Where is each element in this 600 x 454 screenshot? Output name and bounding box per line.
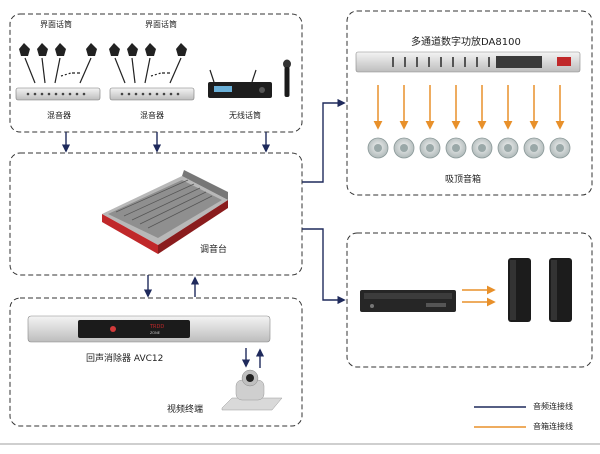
mic-wires-left [24,57,92,84]
amplifier-label: 多通道数字功放DA8100 [411,37,521,48]
svg-text:TRDD: TRDD [149,324,164,330]
audio-lines [61,98,346,368]
boundary-mic-right-label: 界面话筒 [145,20,177,29]
legend-audio-line-label: 音频连接线 [533,402,573,411]
mic-group-box [9,13,303,133]
mixing-console-icon [102,170,228,254]
ceiling-speaker-icon [367,137,571,159]
legend-speaker-line-label: 音箱连接线 [533,422,573,431]
wireless-receiver-icon [208,69,272,98]
svg-text:ZONE: ZONE [150,331,160,335]
wireless-mic-label: 无线话筒 [229,111,261,120]
mixer-right-icon [109,87,195,101]
console-group-box [9,152,303,276]
mic-wires-right [114,57,182,84]
echo-group-box [9,297,303,427]
echo-canceller-label: 回声消除器 AVC12 [86,354,164,364]
video-camera-icon [221,369,283,411]
power-amplifier-icon [360,290,456,312]
mixer-right-label: 混音器 [140,111,164,120]
handheld-mic-icon [283,59,291,97]
boundary-mic-icon [109,43,187,56]
speaker-lines-ceiling [373,85,565,130]
amplifier-group-box [346,10,593,196]
video-terminal-label: 视频终端 [167,405,204,415]
mixer-left-label: 混音器 [47,111,71,120]
speaker-lines-wall [462,285,496,307]
wall-speaker-icon [508,258,572,322]
boundary-mic-left-label: 界面话筒 [40,20,72,29]
boundary-mic-icon [19,43,97,56]
mixer-left-icon [15,87,101,101]
console-label: 调音台 [200,245,228,255]
speaker-group-box [346,232,593,368]
echo-canceller-device-icon: TRDD ZONE [27,315,271,343]
amplifier-da8100-icon [355,51,581,73]
ceiling-speaker-label: 吸顶音箱 [445,175,482,185]
